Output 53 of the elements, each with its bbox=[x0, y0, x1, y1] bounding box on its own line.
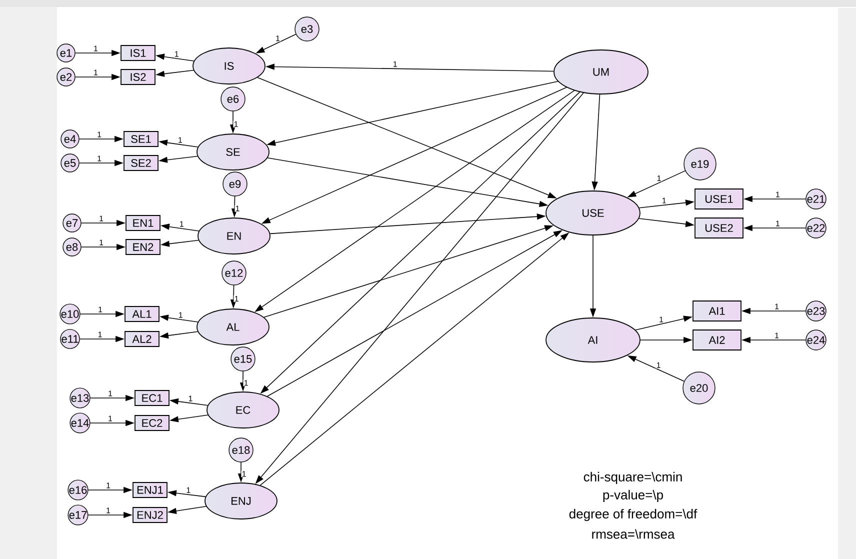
indicator-box: AI2 bbox=[692, 330, 742, 350]
edge-label: 1 bbox=[234, 296, 238, 302]
indicator-box: IS2 bbox=[120, 69, 156, 85]
indicator-box: AL1 bbox=[124, 306, 160, 322]
edge-label: 1 bbox=[662, 198, 666, 204]
edge-label: 1 bbox=[94, 70, 98, 76]
edge-label: 1 bbox=[98, 132, 102, 138]
edge-label: 1 bbox=[657, 175, 661, 181]
edge-label: 1 bbox=[100, 216, 104, 222]
edge-label: 1 bbox=[98, 156, 102, 162]
edge-label: 1 bbox=[106, 482, 110, 488]
edge-label: 1 bbox=[244, 380, 248, 386]
edge-label: 1 bbox=[394, 61, 397, 67]
indicator-box: SE2 bbox=[124, 155, 158, 171]
edge-label: 1 bbox=[660, 316, 664, 322]
fit-statistic: chi-square=\cmin bbox=[584, 472, 682, 484]
edge-label: 1 bbox=[175, 51, 178, 57]
edge-label: 1 bbox=[775, 304, 779, 310]
edge-label: 1 bbox=[242, 471, 246, 477]
fit-statistic: degree of freedom=\df bbox=[569, 508, 698, 522]
fit-statistic: rmsea=\rmsea bbox=[592, 529, 675, 539]
indicator-box: EC1 bbox=[134, 390, 170, 406]
indicator-box: EN1 bbox=[126, 215, 160, 231]
indicator-box: USE2 bbox=[694, 218, 744, 238]
edge-label: 1 bbox=[94, 46, 98, 52]
edge-label: 1 bbox=[276, 36, 280, 42]
edge-label: 1 bbox=[108, 390, 112, 396]
edge-label: 1 bbox=[108, 416, 112, 422]
edge-label: 1 bbox=[98, 332, 102, 338]
edge-label: 1 bbox=[186, 487, 190, 493]
edge-label: 1 bbox=[179, 312, 182, 318]
indicator-box: SE1 bbox=[124, 131, 158, 147]
edge-label: 1 bbox=[775, 332, 779, 338]
indicator-box: ENJ1 bbox=[132, 482, 168, 498]
indicator-box: AL2 bbox=[124, 331, 160, 347]
edge-label: 1 bbox=[236, 206, 240, 212]
indicator-box: EC2 bbox=[134, 415, 170, 431]
indicator-box: USE1 bbox=[694, 188, 744, 210]
indicator-box: IS1 bbox=[120, 45, 156, 61]
fit-statistic: p-value=\p bbox=[603, 490, 663, 502]
edge-label: 1 bbox=[178, 137, 182, 143]
edge-label: 1 bbox=[234, 121, 238, 127]
edge-label: 1 bbox=[656, 362, 660, 368]
edge-label: 1 bbox=[106, 508, 110, 514]
edge-label: 1 bbox=[776, 192, 780, 198]
edge-label: 1 bbox=[100, 240, 104, 246]
edge-label: 1 bbox=[98, 306, 102, 312]
indicator-box: AI1 bbox=[692, 300, 742, 322]
edge-label: 1 bbox=[180, 221, 184, 227]
edge-label: 1 bbox=[776, 220, 780, 226]
edge-label: 1 bbox=[188, 396, 192, 402]
indicator-box: ENJ2 bbox=[132, 507, 168, 523]
indicator-box: EN2 bbox=[126, 239, 160, 255]
